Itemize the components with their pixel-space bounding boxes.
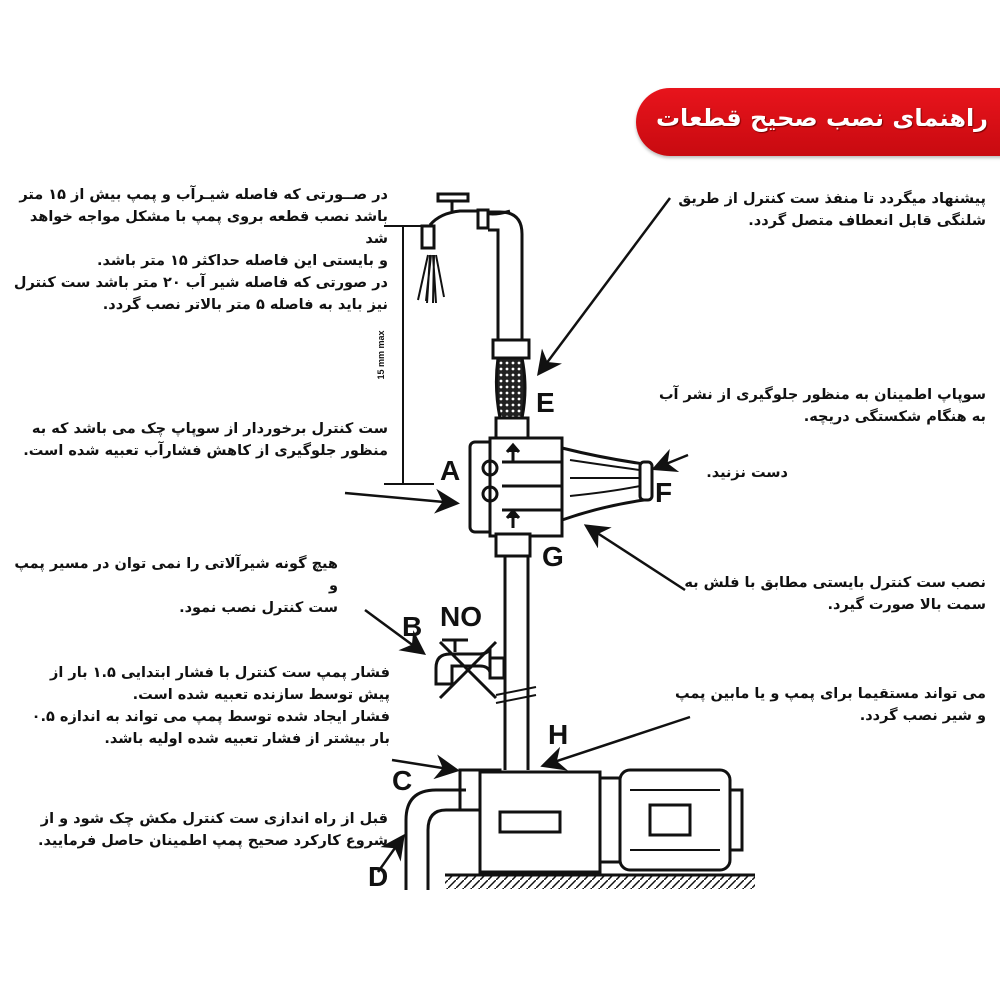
note-distance: در صــورتی که فاصله شیـرآب و پمپ بیش از … <box>13 187 388 313</box>
callout-arrows <box>344 197 691 873</box>
water-tap <box>420 192 511 250</box>
note-no-valves: هیچ گونه شیرآلاتی را نمی توان در مسیر پم… <box>14 556 338 616</box>
supply-pipe <box>488 210 524 342</box>
page-title: راهنمای نصب صحیح قطعات <box>655 104 988 132</box>
note-pressure: فشار پمپ ست کنترل با فشار ابتدایی ۱.۵ با… <box>31 665 390 747</box>
label-g: G <box>542 541 564 572</box>
label-a: A <box>440 455 460 486</box>
label-no: NO <box>440 601 482 632</box>
distance-ruler <box>384 225 434 485</box>
label-e: E <box>536 387 555 418</box>
note-check-valve: ست کنترل برخوردار از سوپاپ چک می باشد که… <box>23 421 388 459</box>
label-d: D <box>368 861 388 892</box>
label-f: F <box>655 477 672 508</box>
flexible-hose <box>494 356 527 420</box>
hose-collar <box>491 338 531 360</box>
note-do-not-touch: دست نزنید. <box>706 465 788 481</box>
pump <box>445 768 755 889</box>
outlet-fitting <box>494 532 532 558</box>
label-b: B <box>402 611 422 642</box>
note-mounting: می تواند مستقیما برای پمپ و یا مابین پمپ… <box>674 686 986 724</box>
water-spray <box>417 254 445 304</box>
forbidden-valve <box>434 638 506 700</box>
suction-pipe <box>404 788 466 890</box>
title-banner: راهنمای نصب صحیح قطعات <box>636 88 1000 156</box>
label-c: C <box>392 765 412 796</box>
note-suction-check: قبل از راه اندازی ست کنترل مکش چک شود و … <box>38 811 388 849</box>
discharge-pipe <box>503 556 530 770</box>
label-h: H <box>548 719 568 750</box>
pressure-control-unit <box>468 436 654 538</box>
ruler-label: 15 mm max <box>376 330 386 379</box>
note-safety-valve: سوپاپ اطمینان به منظور جلوگیری از نشر آب… <box>658 387 986 425</box>
note-flexible-hose: پیشنهاد میگردد تا منفذ ست کنترل از طریق … <box>678 191 986 229</box>
note-arrow-up: نصب ست کنترل بایستی مطابق با فلش به سمت … <box>684 575 986 613</box>
